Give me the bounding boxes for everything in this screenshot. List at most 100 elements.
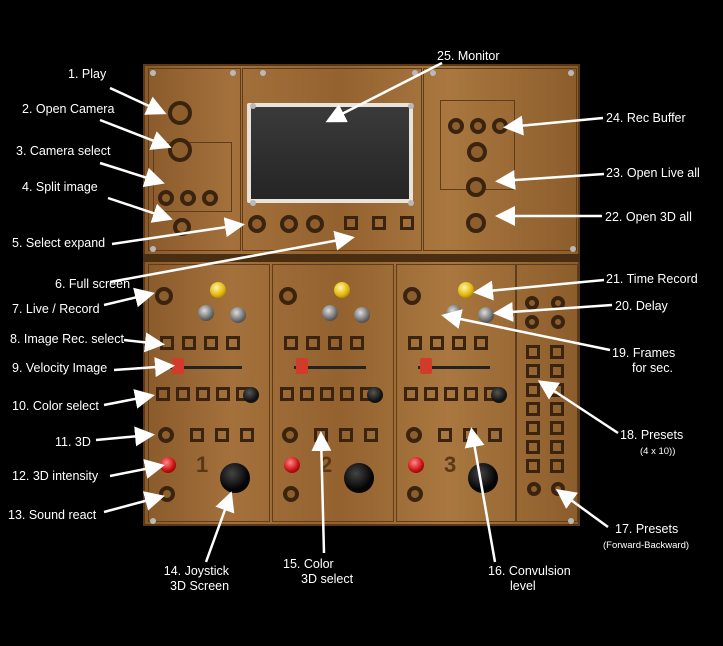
preset-button[interactable] (550, 459, 564, 473)
preset-top-button[interactable] (525, 296, 539, 310)
delay-knob[interactable] (230, 307, 246, 323)
3d-intensity-knob[interactable] (408, 457, 424, 473)
color-knob[interactable] (243, 387, 259, 403)
image-rec-select-button[interactable] (182, 336, 196, 350)
color-select-button[interactable] (196, 387, 210, 401)
rec-buffer-main-button[interactable] (467, 142, 487, 162)
preset-top-button[interactable] (525, 315, 539, 329)
color-select-button[interactable] (320, 387, 334, 401)
live-record-button[interactable] (155, 287, 173, 305)
color-select-button[interactable] (340, 387, 354, 401)
image-rec-select-button[interactable] (452, 336, 466, 350)
color-select-button[interactable] (156, 387, 170, 401)
preset-button[interactable] (526, 459, 540, 473)
label-presets-fwd-line1: 17. Presets (615, 522, 679, 536)
rec-buffer-button[interactable] (448, 118, 464, 134)
annotation-arrow (99, 118, 172, 150)
image-rec-select-button[interactable] (204, 336, 218, 350)
velocity-fader-cap[interactable] (420, 358, 432, 374)
color-select-button[interactable] (300, 387, 314, 401)
color-select-button[interactable] (424, 387, 438, 401)
camera-select-button[interactable] (202, 190, 218, 206)
color-3d-select-button[interactable] (339, 428, 353, 442)
color-knob[interactable] (367, 387, 383, 403)
color-select-button[interactable] (280, 387, 294, 401)
preset-button[interactable] (550, 345, 564, 359)
3d-button[interactable] (158, 427, 174, 443)
joystick[interactable] (344, 463, 374, 493)
color-3d-select-button[interactable] (215, 428, 229, 442)
preset-button[interactable] (526, 364, 540, 378)
preset-button[interactable] (550, 421, 564, 435)
image-rec-select-button[interactable] (284, 336, 298, 350)
color-select-button[interactable] (216, 387, 230, 401)
preset-button[interactable] (526, 345, 540, 359)
image-rec-select-button[interactable] (306, 336, 320, 350)
camera-select-button[interactable] (180, 190, 196, 206)
live-record-button[interactable] (279, 287, 297, 305)
image-rec-select-button[interactable] (474, 336, 488, 350)
full-screen-button[interactable] (344, 216, 358, 230)
color-select-button[interactable] (444, 387, 458, 401)
time-record-knob[interactable] (334, 282, 350, 298)
color-3d-select-button[interactable] (240, 428, 254, 442)
time-record-knob[interactable] (458, 282, 474, 298)
play-button[interactable] (168, 101, 192, 125)
screw (150, 70, 156, 76)
preset-button[interactable] (550, 440, 564, 454)
preset-top-button[interactable] (551, 315, 565, 329)
preset-backward-button[interactable] (527, 482, 541, 496)
color-select-button[interactable] (176, 387, 190, 401)
full-screen-button[interactable] (372, 216, 386, 230)
image-rec-select-button[interactable] (430, 336, 444, 350)
select-expand-button[interactable] (248, 215, 266, 233)
annotation-arrow (441, 309, 611, 352)
delay-knob[interactable] (354, 307, 370, 323)
live-record-button[interactable] (403, 287, 421, 305)
velocity-fader-cap[interactable] (296, 358, 308, 374)
joystick[interactable] (220, 463, 250, 493)
label-presets-grid-line2: (4 x 10)) (640, 446, 676, 457)
image-rec-select-button[interactable] (226, 336, 240, 350)
open-3d-all-button[interactable] (466, 213, 486, 233)
3d-button[interactable] (282, 427, 298, 443)
image-rec-select-button[interactable] (350, 336, 364, 350)
color-knob[interactable] (491, 387, 507, 403)
full-screen-button[interactable] (400, 216, 414, 230)
image-rec-select-button[interactable] (408, 336, 422, 350)
image-rec-select-button[interactable] (328, 336, 342, 350)
preset-button[interactable] (526, 440, 540, 454)
color-3d-select-button[interactable] (364, 428, 378, 442)
frames-knob[interactable] (322, 305, 338, 321)
sound-react-button[interactable] (283, 486, 299, 502)
3d-button[interactable] (406, 427, 422, 443)
3d-intensity-knob[interactable] (284, 457, 300, 473)
time-record-knob[interactable] (210, 282, 226, 298)
color-3d-select-button[interactable] (438, 428, 452, 442)
label-image-rec-select: 8. Image Rec. select (10, 332, 124, 346)
preset-button[interactable] (526, 421, 540, 435)
open-live-all-button[interactable] (466, 177, 486, 197)
color-select-button[interactable] (404, 387, 418, 401)
screw (260, 70, 266, 76)
preset-button[interactable] (550, 364, 564, 378)
frames-knob[interactable] (198, 305, 214, 321)
sound-react-button[interactable] (407, 486, 423, 502)
preset-button[interactable] (526, 402, 540, 416)
color-3d-select-button[interactable] (190, 428, 204, 442)
screw (150, 246, 156, 252)
open-camera-button[interactable] (168, 138, 192, 162)
label-convulsion-line1: 16. Convulsion (488, 564, 571, 578)
color-select-button[interactable] (464, 387, 478, 401)
color-3d-select-button[interactable] (488, 428, 502, 442)
select-expand-button[interactable] (306, 215, 324, 233)
velocity-fader-cap[interactable] (172, 358, 184, 374)
preset-button[interactable] (550, 402, 564, 416)
select-expand-button[interactable] (280, 215, 298, 233)
delay-knob[interactable] (478, 307, 494, 323)
rec-buffer-button[interactable] (470, 118, 486, 134)
label-joystick-line2: 3D Screen (170, 579, 230, 593)
label-presets-fwd-back: 17. Presets(Forward-Backward) (603, 522, 689, 553)
